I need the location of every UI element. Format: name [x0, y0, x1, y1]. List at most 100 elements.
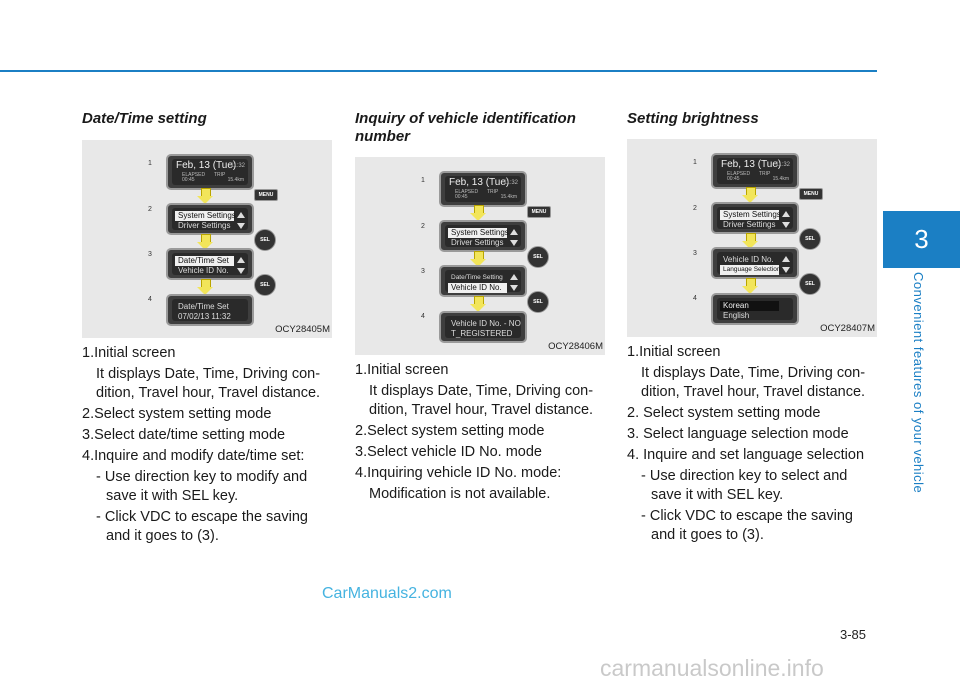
- screen-line: English: [723, 311, 750, 320]
- screen-initial: Feb, 13 (Tue) 11:32 ELAPSED 00:45 TRIP 1…: [439, 171, 527, 207]
- step-1-detail: It displays Date, Time, Driving con-diti…: [641, 365, 866, 400]
- step-4-bullet: - Use direction key to select and save i…: [641, 468, 848, 503]
- step-4-detail: Modification is not available.: [369, 486, 551, 502]
- screen-date-time-value: Date/Time Set 07/02/13 11:32: [166, 294, 254, 326]
- step-number: 4: [421, 313, 425, 320]
- figure-code: OCY28405M: [275, 324, 330, 335]
- screen-line: 07/02/13 11:32: [178, 312, 231, 321]
- screen-system-settings: System Settings Driver Settings: [439, 220, 527, 252]
- figure-code: OCY28407M: [820, 323, 875, 334]
- section-title: Setting brightness: [627, 110, 759, 127]
- step-2: 2.Select system setting mode: [82, 406, 272, 422]
- down-arrow-icon: [470, 296, 486, 312]
- step-1-detail: It displays Date, Time, Driving con-diti…: [96, 366, 321, 401]
- section-title: Inquiry of vehicle identification number: [355, 110, 576, 145]
- up-triangle-icon: [782, 256, 790, 262]
- down-triangle-icon: [237, 223, 245, 229]
- down-arrow-icon: [470, 251, 486, 267]
- step-3: 3. Select language selection mode: [627, 426, 849, 442]
- trip-label: TRIP: [759, 171, 771, 177]
- up-triangle-icon: [237, 212, 245, 218]
- trip-label: TRIP: [487, 189, 499, 195]
- screen-line: Driver Settings: [178, 221, 231, 230]
- screen-line: Vehicle ID No.: [178, 266, 229, 275]
- step-1: 1.Initial screen: [82, 345, 176, 361]
- down-triangle-icon: [782, 267, 790, 273]
- menu-button: MENU: [799, 188, 823, 200]
- elapsed-value: 00:45: [455, 194, 468, 200]
- step-number: 1: [421, 177, 425, 184]
- elapsed-label: ELAPSED: [727, 171, 751, 177]
- screen-line-selected: System Settings: [720, 210, 781, 220]
- step-number: 2: [693, 205, 697, 212]
- down-arrow-icon: [742, 278, 758, 294]
- screen-line-selected: Korean: [720, 301, 779, 311]
- sel-button: SEL: [254, 274, 276, 296]
- step-4-bullet: - Use direction key to modify and save i…: [96, 469, 308, 504]
- menu-button: MENU: [527, 206, 551, 218]
- screen-initial: Feb, 13 (Tue) 11:32 ELAPSED 00:45 TRIP 1…: [711, 153, 799, 189]
- step-4-bullet: - Click VDC to escape the saving and it …: [641, 508, 853, 543]
- steps: 1.Initial screen It displays Date, Time,…: [82, 344, 334, 546]
- down-arrow-icon: [742, 233, 758, 249]
- screen-language-select: Vehicle ID No. Language Selection: [711, 247, 799, 279]
- step-number: 4: [693, 295, 697, 302]
- screen-time: 11:32: [503, 180, 518, 186]
- trip-label: TRIP: [214, 172, 226, 178]
- screen-line-selected: Language Selection: [720, 265, 780, 275]
- down-triangle-icon: [510, 285, 518, 291]
- step-number: 3: [148, 251, 152, 258]
- elapsed-value: 00:45: [727, 176, 740, 182]
- step-1: 1.Initial screen: [627, 344, 721, 360]
- step-number: 4: [148, 296, 152, 303]
- sel-button: SEL: [799, 273, 821, 295]
- screen-initial: Feb, 13 (Tue) 11:32 ELAPSED 00:45 TRIP 1…: [166, 154, 254, 190]
- sel-button: SEL: [527, 246, 549, 268]
- screen-line: Vehicle ID No.: [723, 255, 774, 264]
- down-triangle-icon: [237, 268, 245, 274]
- elapsed-label: ELAPSED: [182, 172, 206, 178]
- elapsed-label: ELAPSED: [455, 189, 479, 195]
- step-1-detail: It displays Date, Time, Driving con-diti…: [369, 383, 594, 418]
- step-3: 3.Select date/time setting mode: [82, 427, 286, 443]
- figure-vehicle-id: 1 Feb, 13 (Tue) 11:32 ELAPSED 00:45 TRIP…: [355, 157, 605, 355]
- chapter-title: Convenient features of your vehicle: [911, 272, 926, 494]
- watermark: carmanualsonline.info: [600, 655, 824, 681]
- up-triangle-icon: [237, 257, 245, 263]
- step-3: 3.Select vehicle ID No. mode: [355, 444, 542, 460]
- watermark-link[interactable]: CarManuals2.com: [322, 585, 452, 602]
- up-triangle-icon: [510, 274, 518, 280]
- screen-date: Feb, 13 (Tue): [449, 177, 510, 188]
- down-arrow-icon: [742, 187, 758, 203]
- screen-line-selected: Date/Time Set: [175, 256, 234, 266]
- down-arrow-icon: [197, 279, 213, 295]
- steps: 1.Initial screen It displays Date, Time,…: [627, 343, 879, 545]
- down-arrow-icon: [197, 234, 213, 250]
- step-number: 3: [693, 250, 697, 257]
- screen-time: 11:32: [775, 162, 790, 168]
- sel-button: SEL: [254, 229, 276, 251]
- screen-vehicle-id-select: Date/Time Setting Vehicle ID No.: [439, 265, 527, 297]
- step-4: 4. Inquire and set language selection: [627, 447, 865, 463]
- screen-time: 11:32: [230, 163, 245, 169]
- up-triangle-icon: [782, 211, 790, 217]
- screen-line-selected: Vehicle ID No.: [448, 283, 507, 293]
- step-number: 1: [148, 160, 152, 167]
- step-4: 4.Inquiring vehicle ID No. mode:: [355, 465, 562, 481]
- section-brightness: Setting brightness 1 Feb, 13 (Tue) 11:32…: [627, 110, 879, 547]
- trip-value: 15.4km: [500, 194, 517, 200]
- screen-line: Driver Settings: [451, 238, 504, 247]
- screen-date: Feb, 13 (Tue): [721, 159, 782, 170]
- screen-line: Vehicle ID No. - NO: [451, 319, 521, 328]
- down-arrow-icon: [197, 188, 213, 204]
- elapsed-value: 00:45: [182, 177, 195, 183]
- screen-date: Feb, 13 (Tue): [176, 160, 237, 171]
- step-number: 2: [421, 223, 425, 230]
- step-number: 1: [693, 159, 697, 166]
- screen-vehicle-id-value: Vehicle ID No. - NO T_REGISTERED: [439, 311, 527, 343]
- screen-language-options: Korean English: [711, 293, 799, 325]
- figure-code: OCY28406M: [548, 341, 603, 352]
- sel-button: SEL: [799, 228, 821, 250]
- down-triangle-icon: [782, 222, 790, 228]
- screen-line: Date/Time Setting: [451, 274, 503, 281]
